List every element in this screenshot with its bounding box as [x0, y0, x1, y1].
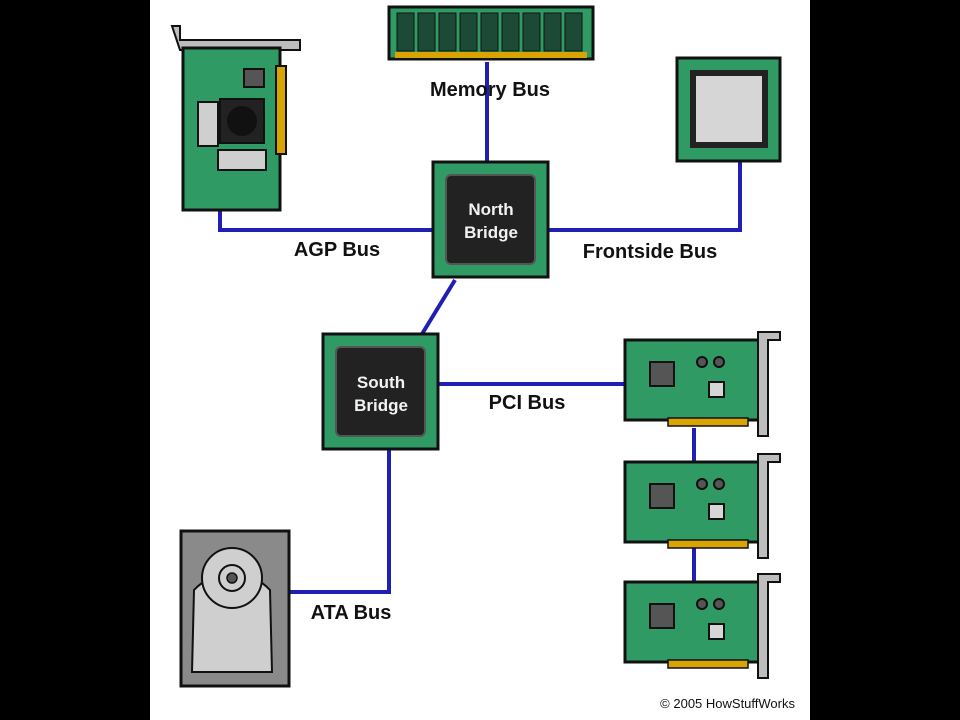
hard-drive-icon — [179, 529, 291, 688]
ata-bus-label: ATA Bus — [311, 602, 392, 624]
ata-bus-line — [290, 450, 391, 594]
bus-lines — [218, 62, 742, 594]
copyright-text: © 2005 HowStuffWorks — [660, 696, 795, 711]
agp-card-icon — [170, 25, 301, 212]
bus-diagram: Memory Bus AGP Bus Frontside Bus North B… — [170, 5, 795, 711]
south-bridge-label-line1: South — [357, 373, 405, 392]
north-south-link-line — [420, 278, 457, 336]
north-bridge-label-line1: North — [468, 200, 513, 219]
pci-card-icon-2 — [623, 453, 781, 559]
pci-bus-label: PCI Bus — [489, 392, 566, 414]
memory-bus-label: Memory Bus — [430, 79, 550, 101]
frontside-bus-label: Frontside Bus — [583, 241, 717, 263]
pci-card-icon-3 — [623, 573, 781, 679]
diagram-canvas: Memory Bus AGP Bus Frontside Bus North B… — [150, 0, 810, 720]
memory-module-icon — [387, 5, 595, 61]
north-bridge-label-line2: Bridge — [464, 223, 518, 242]
south-bridge-chip-icon — [321, 332, 440, 451]
north-bridge-chip-icon — [431, 160, 550, 279]
pci-card-icon-1 — [623, 331, 781, 437]
cpu-icon — [675, 56, 782, 163]
frontside-bus-line — [548, 160, 742, 232]
south-bridge-label-line2: Bridge — [354, 396, 408, 415]
agp-bus-line — [218, 210, 433, 232]
agp-bus-label: AGP Bus — [294, 239, 380, 261]
